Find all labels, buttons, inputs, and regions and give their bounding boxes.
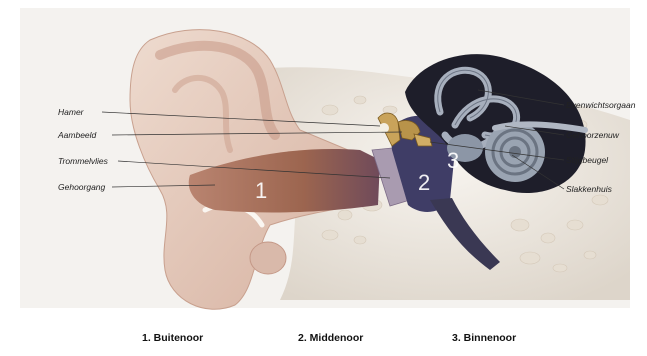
label-stijgbeugel: Stijgbeugel [566, 155, 609, 165]
label-hamer: Hamer [58, 107, 85, 117]
region-number-inner: 3 [447, 148, 459, 173]
label-aambeeld: Aambeeld [57, 130, 97, 140]
earlobe-bump [250, 242, 286, 274]
label-slakkenhuis: Slakkenhuis [566, 184, 613, 194]
region-number-outer: 1 [255, 178, 267, 203]
caption-inner-ear: 3. Binnenoor [452, 332, 516, 344]
region-number-middle: 2 [418, 170, 430, 195]
label-gehoorzenuw: Gehoorzenuw [566, 130, 620, 140]
label-gehoorgang: Gehoorgang [58, 182, 106, 192]
label-trommelvlies: Trommelvlies [58, 156, 109, 166]
label-evenwichtsorgaan: Evenwichtsorgaan [566, 100, 636, 110]
caption-outer-ear: 1. Buitenoor [142, 332, 203, 344]
caption-middle-ear: 2. Middenoor [298, 332, 363, 344]
